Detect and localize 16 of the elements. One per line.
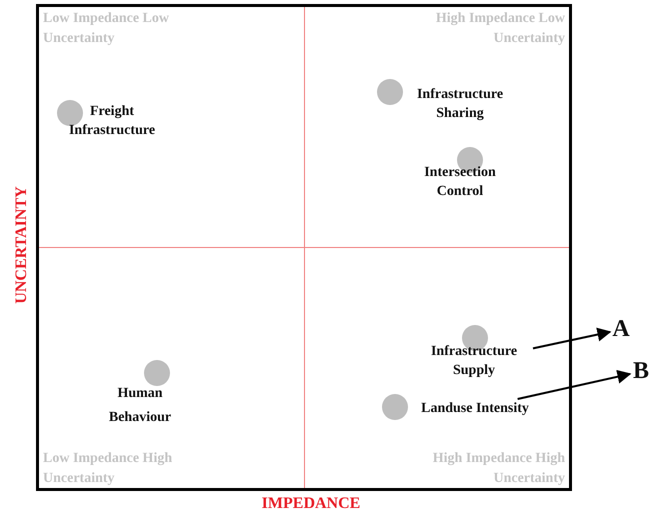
quadrant-label: Low Impedance Low Uncertainty: [43, 10, 170, 48]
quadrant-label: High Impedance Low Uncertainty: [434, 10, 565, 48]
item-label: Landuse Intensity: [406, 399, 544, 418]
item-label: Freight Infrastructure: [56, 102, 168, 140]
item-label: Infrastructure Sharing: [400, 85, 520, 123]
item-label: Human Behaviour: [95, 382, 185, 430]
quadrant-label: Low Impedance High Uncertainty: [43, 450, 174, 488]
quadrant-label: High Impedance High Uncertainty: [432, 450, 565, 488]
axis-title: UNCERTAINTY: [13, 186, 31, 304]
arrow: [517, 370, 632, 400]
axis-title: IMPEDANCE: [262, 495, 360, 513]
point-label: A: [610, 320, 632, 339]
point-label: B: [630, 362, 652, 381]
item-label: Intersection Control: [405, 163, 515, 201]
arrow: [532, 328, 612, 350]
item-label: Infrastructure Supply: [415, 342, 533, 380]
